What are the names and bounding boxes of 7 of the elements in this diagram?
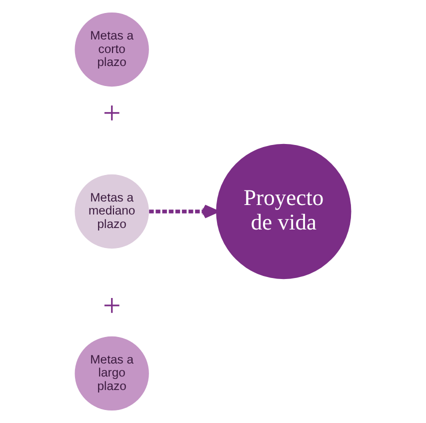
node-circle: Metas a largo plazo (74, 336, 149, 411)
label: + (102, 288, 121, 323)
node-circle: Metas a corto plazo (74, 12, 149, 87)
arrow (149, 204, 218, 218)
label: + (102, 95, 121, 130)
node-circle: Proyecto de vida (216, 144, 352, 280)
node-circle: Metas a mediano plazo (74, 174, 149, 249)
